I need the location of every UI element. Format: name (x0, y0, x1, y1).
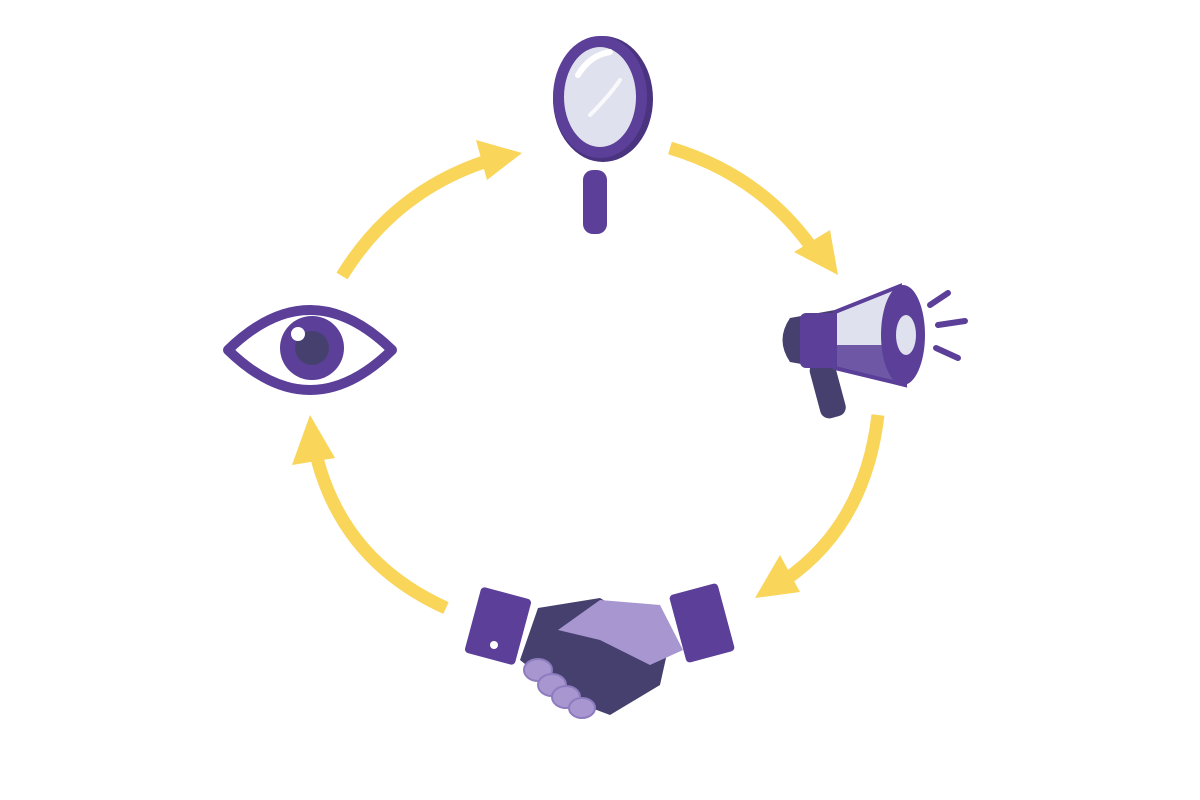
arrowheads (292, 140, 838, 598)
cycle-arrows (308, 141, 885, 614)
mirror-icon (553, 36, 653, 234)
eye-icon (223, 305, 397, 395)
arrowhead-3 (755, 555, 800, 598)
arrow-handshake-to-eye (308, 448, 449, 614)
arrowhead-4 (292, 415, 335, 465)
arrowhead-2 (794, 230, 838, 275)
arrow-eye-to-mirror (336, 153, 492, 280)
arrowhead-1 (476, 140, 522, 180)
arrow-mirror-to-megaphone (668, 141, 818, 252)
arrow-megaphone-to-handshake (781, 414, 885, 586)
megaphone-icon (782, 283, 968, 419)
handshake-icon (464, 583, 735, 719)
